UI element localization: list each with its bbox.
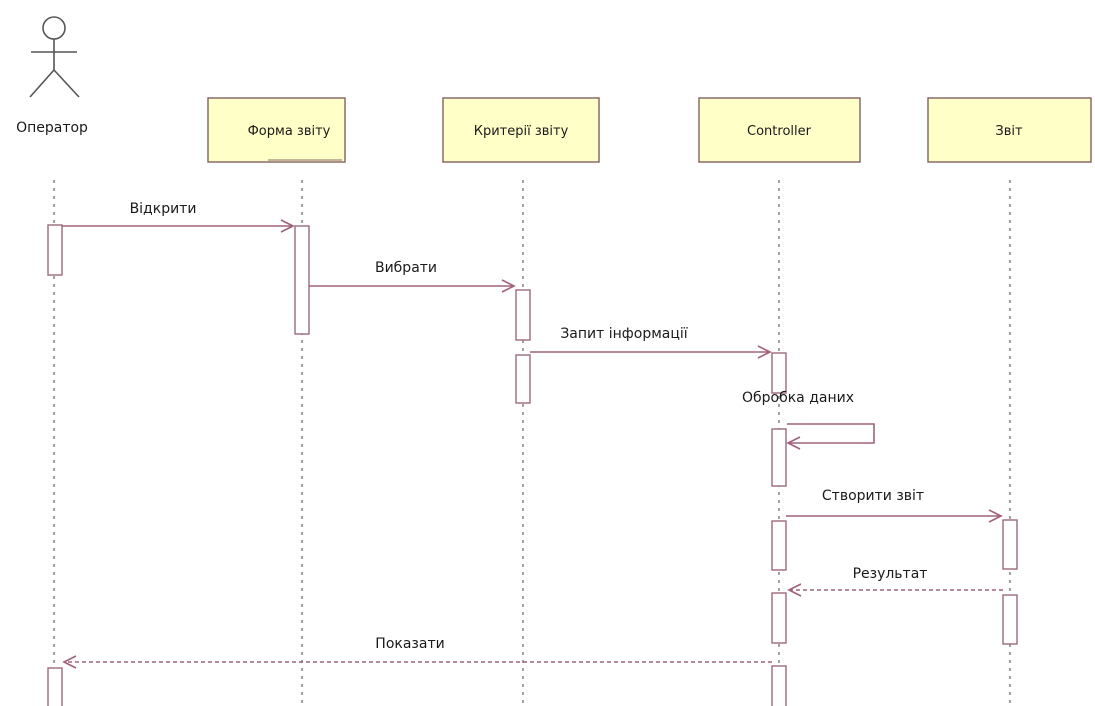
activation-report-1 [1002, 519, 1018, 570]
object-report-box: Звіт [927, 97, 1092, 163]
object-form-box: Форма звіту [207, 97, 346, 163]
message-label-request: Запит інформації [560, 326, 687, 342]
activation-controller-5 [771, 665, 787, 706]
arrowhead-select [501, 279, 516, 293]
arrowhead-result [787, 583, 802, 597]
activation-controller-3 [771, 520, 787, 571]
arrowhead-request [757, 345, 772, 359]
activation-report-2 [1002, 594, 1018, 645]
activation-criteria-1 [515, 289, 531, 341]
object-controller-box: Controller [698, 97, 861, 163]
object-criteria-rect [442, 97, 600, 163]
message-arrow-self-processing [787, 423, 875, 444]
activation-controller-1 [771, 352, 787, 394]
activation-criteria-2 [515, 354, 531, 404]
message-label-result: Результат [853, 566, 928, 582]
message-label-create-report: Створити звіт [822, 488, 924, 504]
message-label-select: Вибрати [375, 260, 437, 276]
message-label-show: Показати [375, 636, 444, 652]
activation-form-1 [294, 225, 310, 335]
object-criteria-box: Критерії звіту [442, 97, 600, 163]
activation-controller-4 [771, 592, 787, 644]
message-label-self-processing: Обробка даних [742, 390, 854, 406]
object-label-criteria: Критерії звіту [474, 124, 569, 139]
message-label-open: Відкрити [130, 201, 197, 217]
object-controller-rect [698, 97, 861, 163]
object-label-form: Форма звіту [248, 124, 331, 139]
object-label-controller: Controller [747, 124, 812, 139]
arrowhead-self-processing [786, 436, 801, 450]
activation-controller-2 [771, 428, 787, 487]
activation-actor-1 [47, 224, 63, 276]
object-label-report: Звіт [995, 124, 1023, 139]
arrowhead-show [62, 655, 77, 669]
activation-actor-2 [47, 667, 63, 706]
actor-stick-figure-icon [29, 16, 80, 98]
object-form-rect [207, 97, 346, 163]
actor-label: Оператор [16, 120, 88, 136]
object-report-rect [927, 97, 1092, 163]
arrowhead-open [280, 219, 295, 233]
arrowhead-create-report [988, 509, 1003, 523]
